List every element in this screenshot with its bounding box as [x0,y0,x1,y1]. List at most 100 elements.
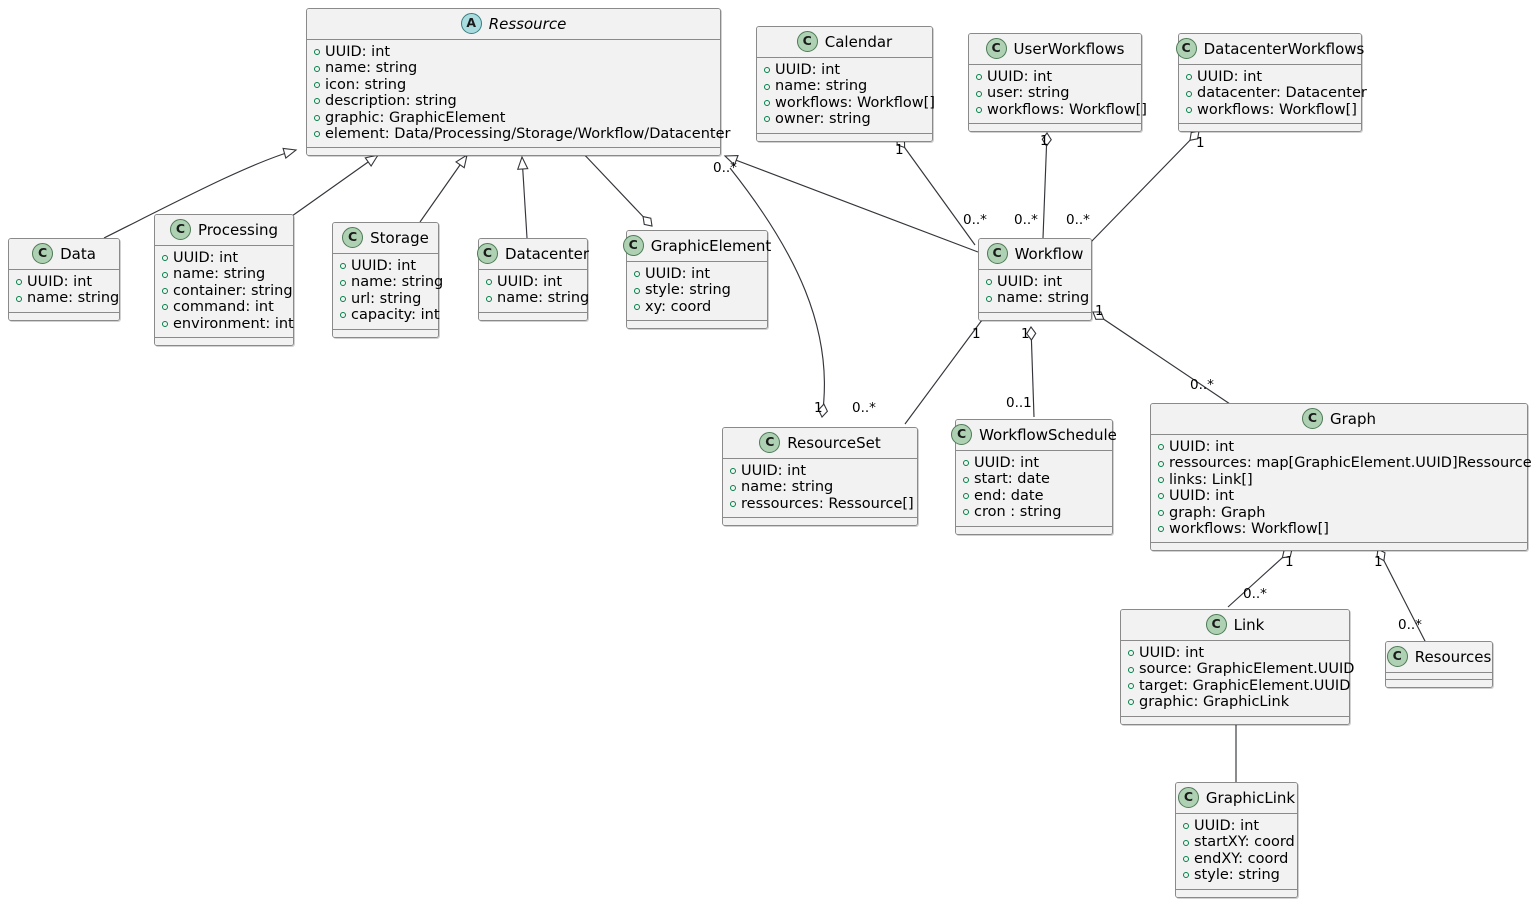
class-name-datacenter: Datacenter [504,244,590,263]
visibility-public-icon [1158,493,1164,500]
class-name-workflowschedule: WorkflowSchedule [979,425,1117,444]
attribute-text: end: date [974,487,1044,504]
visibility-public-icon [1128,699,1134,706]
attribute-row: target: GraphicElement.UUID [1128,678,1350,694]
attribute-row: UUID: int [340,258,432,274]
attribute-row: description: string [314,93,714,109]
attribute-row: UUID: int [314,44,714,60]
visibility-public-icon [486,279,492,286]
class-name-processing: Processing [197,220,279,239]
class-icon: C [32,243,54,264]
multiplicity-label: 0..1 [1006,395,1032,411]
visibility-public-icon [1183,823,1189,830]
visibility-public-icon [764,67,770,74]
attribute-text: cron : string [974,504,1062,521]
attribute-text: endXY: coord [1194,850,1289,867]
attribute-text: owner: string [775,111,871,128]
attribute-row: name: string [986,290,1089,306]
class-methods-resourceset [723,518,917,526]
attribute-row: ressources: Ressource[] [730,496,914,512]
attribute-text: UUID: int [1169,488,1235,505]
attribute-text: links: Link[] [1169,471,1253,488]
class-icon: C [1301,408,1323,429]
class-name-graphicelement: GraphicElement [650,236,772,255]
class-name-workflow: Workflow [1014,244,1084,263]
attribute-row: UUID: int [764,62,926,78]
visibility-public-icon [1128,666,1134,673]
visibility-public-icon [730,484,736,491]
visibility-public-icon [1158,526,1164,533]
class-methods-resources [1386,680,1492,687]
attribute-text: UUID: int [997,274,1063,290]
visibility-public-icon [314,49,320,56]
class-name-calendar: Calendar [824,32,893,51]
attribute-text: graph: Graph [1169,504,1266,521]
class-name-resourceset: ResourceSet [787,433,881,452]
visibility-public-icon [162,320,168,327]
attribute-row: links: Link[] [1158,472,1521,488]
class-icon: C [1175,38,1197,59]
attribute-text: UUID: int [1139,645,1205,661]
attribute-row: UUID: int [16,274,113,290]
attribute-row: workflows: Workflow[] [1186,102,1357,118]
attribute-row: startXY: coord [1183,834,1295,850]
attribute-row: datacenter: Datacenter [1186,85,1367,101]
attribute-text: name: string [775,78,868,95]
visibility-public-icon [162,288,168,295]
attribute-row: workflows: Workflow[] [976,102,1147,118]
abstract-class-icon: A [460,13,482,34]
attribute-row: name: string [162,266,287,282]
attribute-text: name: string [173,266,266,283]
visibility-public-icon [976,90,982,97]
class-methods-storage [333,329,438,337]
visibility-public-icon [1186,74,1192,81]
visibility-public-icon [730,468,736,475]
attribute-row: name: string [486,290,589,306]
visibility-public-icon [963,493,969,500]
attribute-text: start: date [974,471,1050,488]
class-icon: C [1386,646,1408,667]
class-name-storage: Storage [370,228,429,247]
attribute-text: source: GraphicElement.UUID [1139,661,1355,678]
attribute-row: end: date [963,488,1106,504]
multiplicity-label: 0..* [1398,617,1422,633]
attribute-row: UUID: int [986,274,1085,290]
visibility-public-icon [162,304,168,311]
attribute-text: UUID: int [325,44,391,60]
attribute-row: UUID: int [1158,488,1521,504]
multiplicity-label: 0..* [1243,586,1267,602]
class-icon: C [985,38,1007,59]
attribute-text: workflows: Workflow[] [987,101,1147,118]
attribute-row: name: string [16,290,119,306]
visibility-public-icon [963,476,969,483]
